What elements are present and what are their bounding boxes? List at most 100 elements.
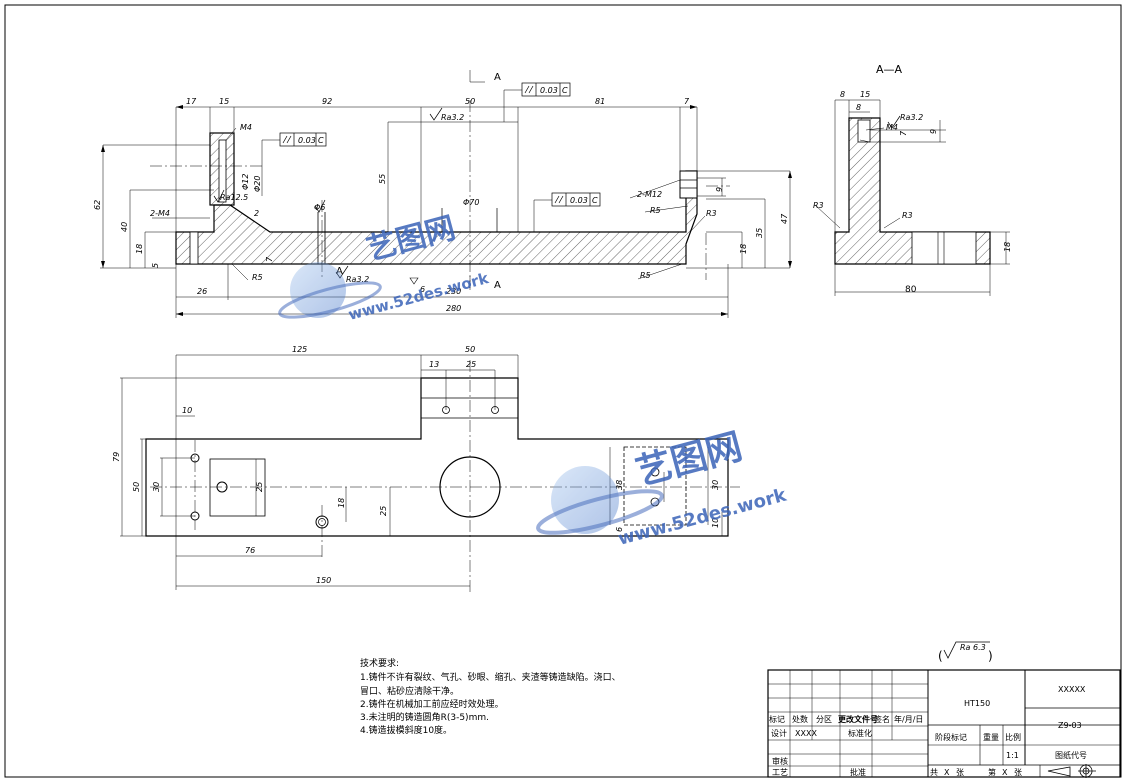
sheet-border	[4, 4, 1122, 778]
projection-symbol-icon	[1047, 764, 1096, 778]
label-r5-left: R5	[252, 273, 263, 282]
top-dim-25c: 25	[379, 506, 388, 516]
top-view: 125 50 13 25 10 79 50 30 25 18 25 76 150…	[112, 345, 740, 592]
dim-17: 17	[186, 97, 197, 106]
top-dim-150: 150	[316, 576, 331, 585]
top-dim-6: 6	[615, 527, 624, 532]
tb-drawing-code: Z9-03	[1058, 721, 1082, 730]
sec-dim-9: 9	[929, 129, 938, 134]
top-dim-79: 79	[112, 452, 121, 462]
dim-40: 40	[120, 222, 129, 232]
tol-value-2: 0.03	[540, 86, 558, 95]
sec-dim-7: 7	[899, 130, 908, 136]
dim-62: 62	[93, 200, 102, 210]
sec-label-m4: M4	[886, 123, 898, 132]
tb-gengai: 更改文件号	[838, 714, 878, 724]
notes-title: 技术要求:	[360, 657, 399, 669]
watermark-globe-icon-2	[551, 466, 619, 534]
tb-jieduan: 阶段标记	[935, 732, 967, 742]
dim-230: 230	[446, 287, 461, 296]
tol-datum-1: C	[318, 136, 324, 145]
tb-di: 第	[988, 767, 996, 777]
dim-50: 50	[465, 97, 475, 106]
tb-date: 年/月/日	[894, 714, 923, 724]
label-2m4: 2-M4	[150, 209, 170, 218]
tb-chushu: 处数	[792, 714, 808, 724]
dim-280: 280	[446, 304, 461, 313]
top-dim-50: 50	[465, 345, 475, 354]
label-ra125: Ra12.5	[220, 193, 248, 202]
section-view: A—A 8 15 8 7 9	[813, 63, 1012, 296]
top-dim-38: 38	[615, 480, 624, 490]
tb-x1: X	[944, 768, 950, 777]
tb-qianming: 签名	[874, 714, 890, 724]
section-mark-left: A	[336, 266, 343, 277]
notes-line-4: 3.未注明的铸造圆角R(3-5)mm.	[360, 711, 489, 723]
dim-92: 92	[322, 97, 332, 106]
tb-zhongliang: 重量	[983, 732, 999, 742]
tb-part-name: XXXXX	[1058, 685, 1086, 694]
tb-biaozhunhua: 标准化	[848, 728, 872, 738]
watermark-2: 艺图网 www.52des.work	[536, 426, 790, 550]
sec-dim-80: 80	[905, 285, 917, 295]
top-dim-76: 76	[245, 546, 255, 555]
top-dim-30: 30	[152, 482, 161, 492]
tb-x2: X	[1002, 768, 1008, 777]
watermark-brand-2: 艺图网	[632, 426, 747, 494]
sec-label-ra32: Ra3.2	[900, 113, 923, 122]
top-dim-13: 13	[429, 360, 439, 369]
dim-18-right: 18	[739, 244, 748, 254]
dim-26: 26	[197, 287, 207, 296]
sec-dim-8b: 8	[856, 103, 861, 112]
roughness-value: Ra 6.3	[960, 643, 986, 652]
dim-15: 15	[219, 97, 229, 106]
top-outline	[145, 377, 729, 537]
label-ra32: Ra3.2	[441, 113, 464, 122]
dim-55: 55	[378, 174, 387, 184]
dim-81: 81	[595, 97, 605, 106]
section-mark-bottom: A	[494, 280, 501, 291]
top-dim-25: 25	[466, 360, 476, 369]
sec-dim-18: 18	[1003, 242, 1012, 252]
dim-18: 18	[135, 244, 144, 254]
tb-scale: 1:1	[1006, 751, 1019, 760]
top-dim-30b: 30	[711, 480, 720, 490]
sec-dim-8: 8	[840, 90, 845, 99]
front-bore	[218, 139, 227, 203]
front-right-tab	[679, 170, 698, 199]
top-dim-18: 18	[337, 498, 346, 508]
section-title: A—A	[876, 63, 903, 76]
tb-shenhe: 审核	[772, 756, 788, 766]
label-phi12: Φ12	[241, 174, 250, 190]
svg-text:(: (	[938, 649, 943, 663]
label-r3: R3	[706, 209, 717, 218]
label-r5-right: R5	[650, 206, 661, 215]
tb-zhang1: 张	[956, 768, 964, 777]
tol-datum-3: C	[592, 196, 598, 205]
title-block	[767, 669, 1121, 778]
label-r5-bottom: R5	[640, 271, 651, 280]
tb-designer: XXXX	[795, 729, 817, 738]
tb-tuzhi: 图纸代号	[1055, 750, 1087, 760]
watermark-globe-icon	[290, 262, 346, 318]
dim-7: 7	[684, 97, 690, 106]
title-block-text: HT150 XXXXX Z9-03 标记 处数 分区 更改文件号 签名 年/月/…	[769, 685, 1096, 778]
tb-gong: 共	[930, 768, 938, 777]
dim-7-centre: 7	[265, 256, 274, 262]
dim-9: 9	[715, 187, 724, 192]
watermark-url-2: www.52des.work	[616, 484, 790, 549]
notes-line-3: 2.铸件在机械加工前应经时效处理。	[360, 698, 504, 710]
tb-fenqu: 分区	[816, 715, 832, 724]
dim-47: 47	[780, 213, 789, 224]
top-dim-125: 125	[292, 345, 307, 354]
label-phi6: Φ6	[314, 203, 325, 212]
tb-material: HT150	[964, 699, 990, 708]
sec-label-r3b: R3	[902, 211, 913, 220]
general-roughness: ( Ra 6.3 )	[938, 641, 993, 663]
tb-biaoji: 标记	[769, 714, 785, 724]
sec-label-r3a: R3	[813, 201, 824, 210]
technical-notes: 技术要求: 1.铸件不许有裂纹、气孔、砂眼、缩孔、夹渣等铸造缺陷。浇口、 冒口、…	[360, 657, 621, 736]
label-phi20: Φ20	[253, 176, 262, 192]
label-2m12: 2-M12	[637, 190, 662, 199]
